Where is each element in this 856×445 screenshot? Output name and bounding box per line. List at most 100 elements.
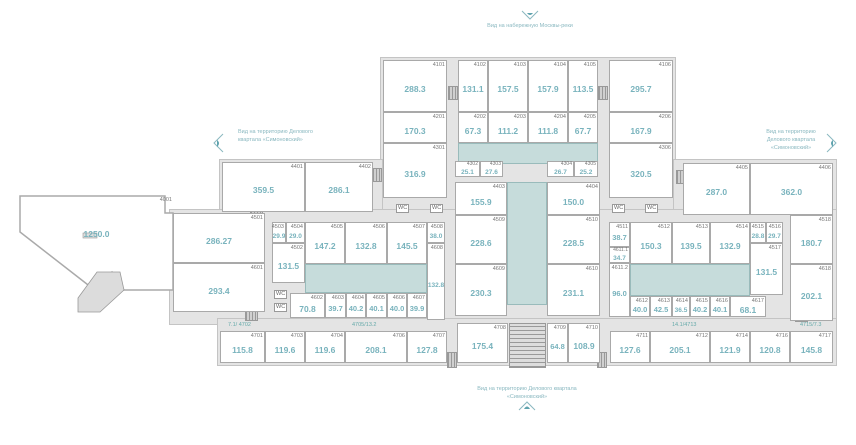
room-area: 38.0 [429,232,443,240]
room-area: 167.9 [630,125,652,136]
room-area: 157.5 [497,84,519,94]
room-number: 4515 [751,224,764,230]
room-number: 4518 [818,217,831,223]
room-4303[interactable]: 4303 27.6 [480,161,503,177]
room-area: 147.2 [314,241,336,251]
room-area: 286.1 [328,185,350,195]
room-number: 4303 [489,161,501,167]
room-area: 127.8 [416,345,438,355]
room-area: 27.6 [485,169,498,176]
room-area: 230.3 [470,288,492,298]
room-number: 4506 [372,224,385,230]
room-number: 4616 [715,298,728,304]
wc-label: WC [430,204,444,213]
room-area: 96.0 [612,288,627,298]
room-area: 25.1 [461,169,474,176]
compass-arrow-east-icon [826,133,837,153]
room-number: 4306 [658,145,671,151]
room-area: 293.4 [208,285,230,296]
room-area: 202.1 [800,290,823,301]
room-number: 4612 [635,298,648,304]
room-number: 4405 [735,165,748,171]
room-area: 29.0 [289,232,302,240]
room-area: 228.6 [470,237,492,248]
room-number: 4104 [553,62,566,68]
